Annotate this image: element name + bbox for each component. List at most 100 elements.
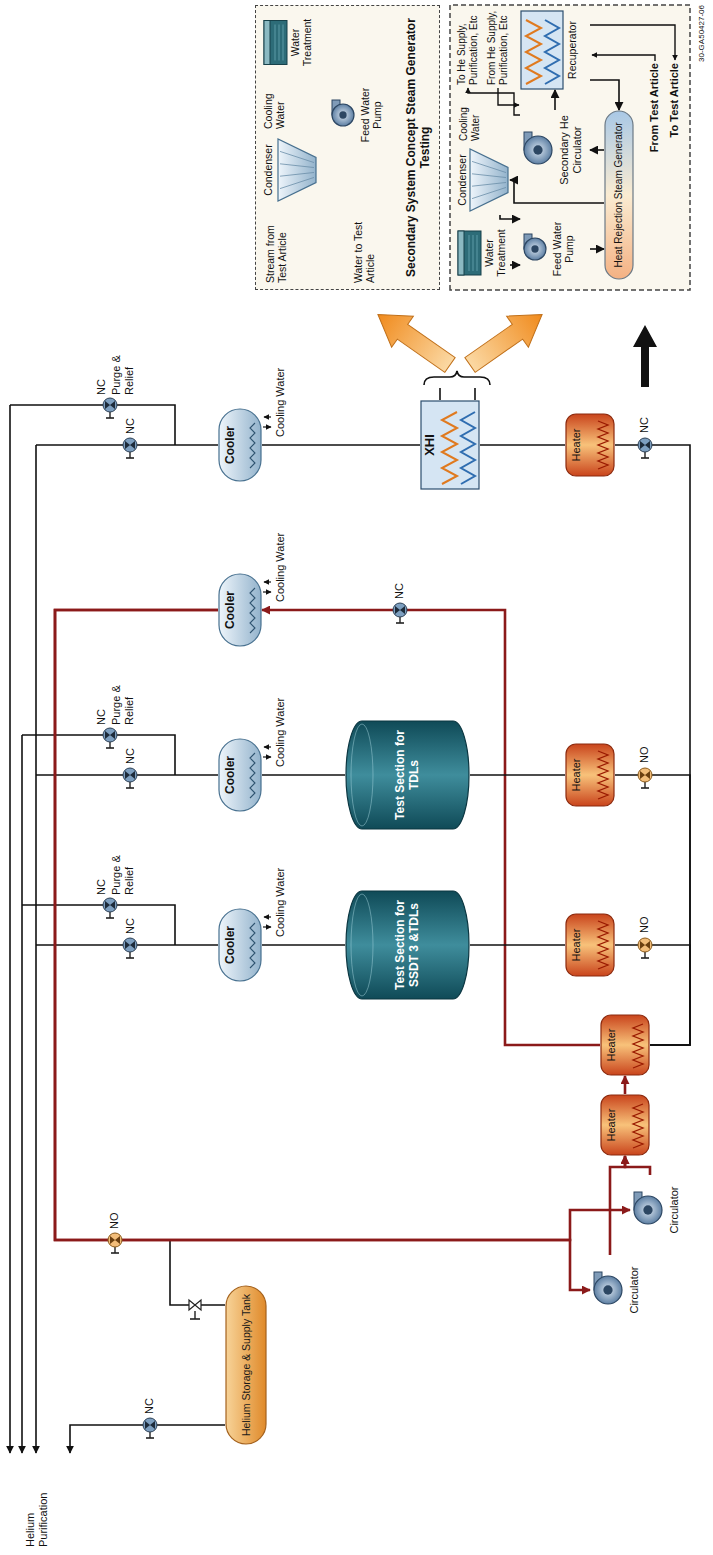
feed-water-pump-text: Feed Water Pump bbox=[551, 218, 575, 280]
heater: Heater bbox=[600, 1014, 650, 1076]
feed-water-pump-shape bbox=[339, 111, 346, 118]
condenser-shape bbox=[280, 172, 314, 176]
flow-arrow bbox=[459, 299, 553, 381]
valve-symbol bbox=[123, 768, 137, 788]
pipe-connector bbox=[590, 149, 604, 151]
test-section-shape bbox=[351, 894, 373, 996]
return-header bbox=[35, 445, 37, 1453]
test-section-shape bbox=[346, 891, 469, 999]
return-header bbox=[170, 1240, 225, 1305]
heater-shape bbox=[566, 414, 614, 476]
secondary-system-box bbox=[450, 5, 690, 290]
cooler: Cooler bbox=[218, 908, 262, 982]
cooling-water-arrow bbox=[264, 581, 271, 582]
primary-loop-pipe bbox=[55, 610, 630, 1240]
recuperator-shape bbox=[520, 10, 590, 90]
primary-loop-pipe bbox=[625, 1156, 650, 1175]
callout-label: From Test Article bbox=[648, 63, 661, 185]
xhi-outlet bbox=[474, 388, 476, 400]
heater-shape bbox=[598, 751, 608, 799]
callout-label: Cooling Water bbox=[274, 677, 287, 767]
feed-water-pump: Feed Water Pump bbox=[520, 215, 590, 283]
callout-label: Cooling Water bbox=[262, 83, 286, 129]
pipe-connector bbox=[500, 215, 520, 219]
valve-symbol bbox=[143, 1418, 157, 1438]
callout-label: To He Supply, Purification, Etc bbox=[456, 5, 479, 85]
callout-label: NC bbox=[95, 701, 108, 725]
recuperator: Recuperator bbox=[520, 10, 590, 90]
heater-shape bbox=[598, 421, 608, 469]
valve-symbol bbox=[638, 768, 652, 788]
pipe bbox=[498, 88, 519, 105]
heater-text: Heater bbox=[570, 428, 583, 461]
recuperator-text: Recuperator bbox=[566, 21, 578, 79]
cooling-water-arrow bbox=[263, 756, 271, 757]
recuperator-shape bbox=[526, 20, 541, 84]
heat-exchanger: XHI bbox=[420, 400, 480, 490]
cooler-text: Cooler bbox=[224, 426, 238, 464]
circulator-shape bbox=[634, 1196, 662, 1224]
valve-symbol bbox=[194, 1311, 195, 1319]
condenser-shape bbox=[280, 151, 314, 162]
test-section-text: Test Section for SSDT 3 &TDLs bbox=[394, 893, 422, 997]
cooler: Cooler bbox=[218, 408, 262, 482]
callout-label: Purge & Relief bbox=[110, 843, 135, 895]
circulator-text: Circulator bbox=[628, 1266, 641, 1313]
pipe-connector bbox=[615, 775, 690, 1045]
valve-symbol bbox=[123, 938, 137, 958]
circulator-shape bbox=[590, 1255, 652, 1325]
callout-label: NC bbox=[124, 740, 137, 764]
pipe bbox=[468, 88, 520, 115]
valve-symbol bbox=[638, 938, 652, 958]
return-header bbox=[21, 735, 23, 1453]
steam-generator-shape bbox=[605, 111, 633, 279]
xhi-outlet bbox=[424, 371, 490, 400]
pipe-connector bbox=[590, 248, 604, 250]
feed-water-pump-shape bbox=[531, 245, 538, 252]
circulator: Secondary He Circulator bbox=[520, 110, 590, 190]
feed-water-pump: Feed Water Pump bbox=[328, 75, 388, 155]
pipe-connector bbox=[262, 774, 345, 776]
test-section: Test Section for SSDT 3 &TDLs bbox=[345, 890, 470, 1000]
heater-shape bbox=[598, 921, 608, 969]
callout-label: Cooling Water bbox=[274, 347, 287, 437]
condenser-shape bbox=[280, 177, 314, 188]
callout-label: NO bbox=[638, 909, 651, 933]
pipe-connector bbox=[510, 180, 604, 203]
pipe-connector bbox=[262, 444, 420, 446]
cooler-shape bbox=[250, 423, 255, 468]
water-treatment-tank-shape bbox=[477, 235, 478, 271]
flow-arrow bbox=[367, 299, 657, 387]
valve-symbol bbox=[189, 1300, 201, 1310]
cooler: Cooler bbox=[218, 573, 262, 647]
circulator-shape bbox=[603, 1285, 612, 1294]
heat-exchanger-shape bbox=[461, 412, 475, 484]
cooler-shape bbox=[219, 574, 261, 646]
valve-symbol bbox=[103, 898, 117, 918]
callout-label: Stream from Test Article bbox=[264, 211, 288, 283]
callout-label: Cooling Water bbox=[458, 99, 481, 141]
callout-label: NO bbox=[638, 739, 651, 763]
steam-generator-text: Heat Rejection Steam Generator bbox=[613, 122, 625, 267]
water-treatment-tank-shape bbox=[279, 25, 280, 61]
return-header bbox=[22, 905, 175, 945]
condenser-shape bbox=[278, 139, 316, 201]
cooling-water-arrow bbox=[264, 416, 271, 417]
cooler-shape bbox=[250, 588, 255, 633]
callout-label: NC bbox=[393, 575, 406, 599]
valve-symbol bbox=[393, 603, 407, 623]
feed-water-pump-shape bbox=[332, 104, 354, 126]
condenser-shape bbox=[472, 182, 506, 186]
heater-text: Heater bbox=[605, 1108, 618, 1141]
condenser-text: Condenser bbox=[262, 144, 274, 195]
valve-symbol bbox=[103, 398, 117, 418]
storage-tank-shape bbox=[226, 1286, 266, 1444]
secondary-system-box-text: Secondary System Concept Steam Generator… bbox=[405, 14, 433, 281]
heater: Heater bbox=[565, 913, 615, 977]
xhi-outlet bbox=[439, 388, 441, 400]
water-treatment-tank: Water Treatment bbox=[262, 10, 318, 75]
condenser: Condenser bbox=[456, 145, 510, 215]
cooling-water-arrow bbox=[264, 746, 271, 747]
pipe-connector bbox=[510, 264, 520, 266]
